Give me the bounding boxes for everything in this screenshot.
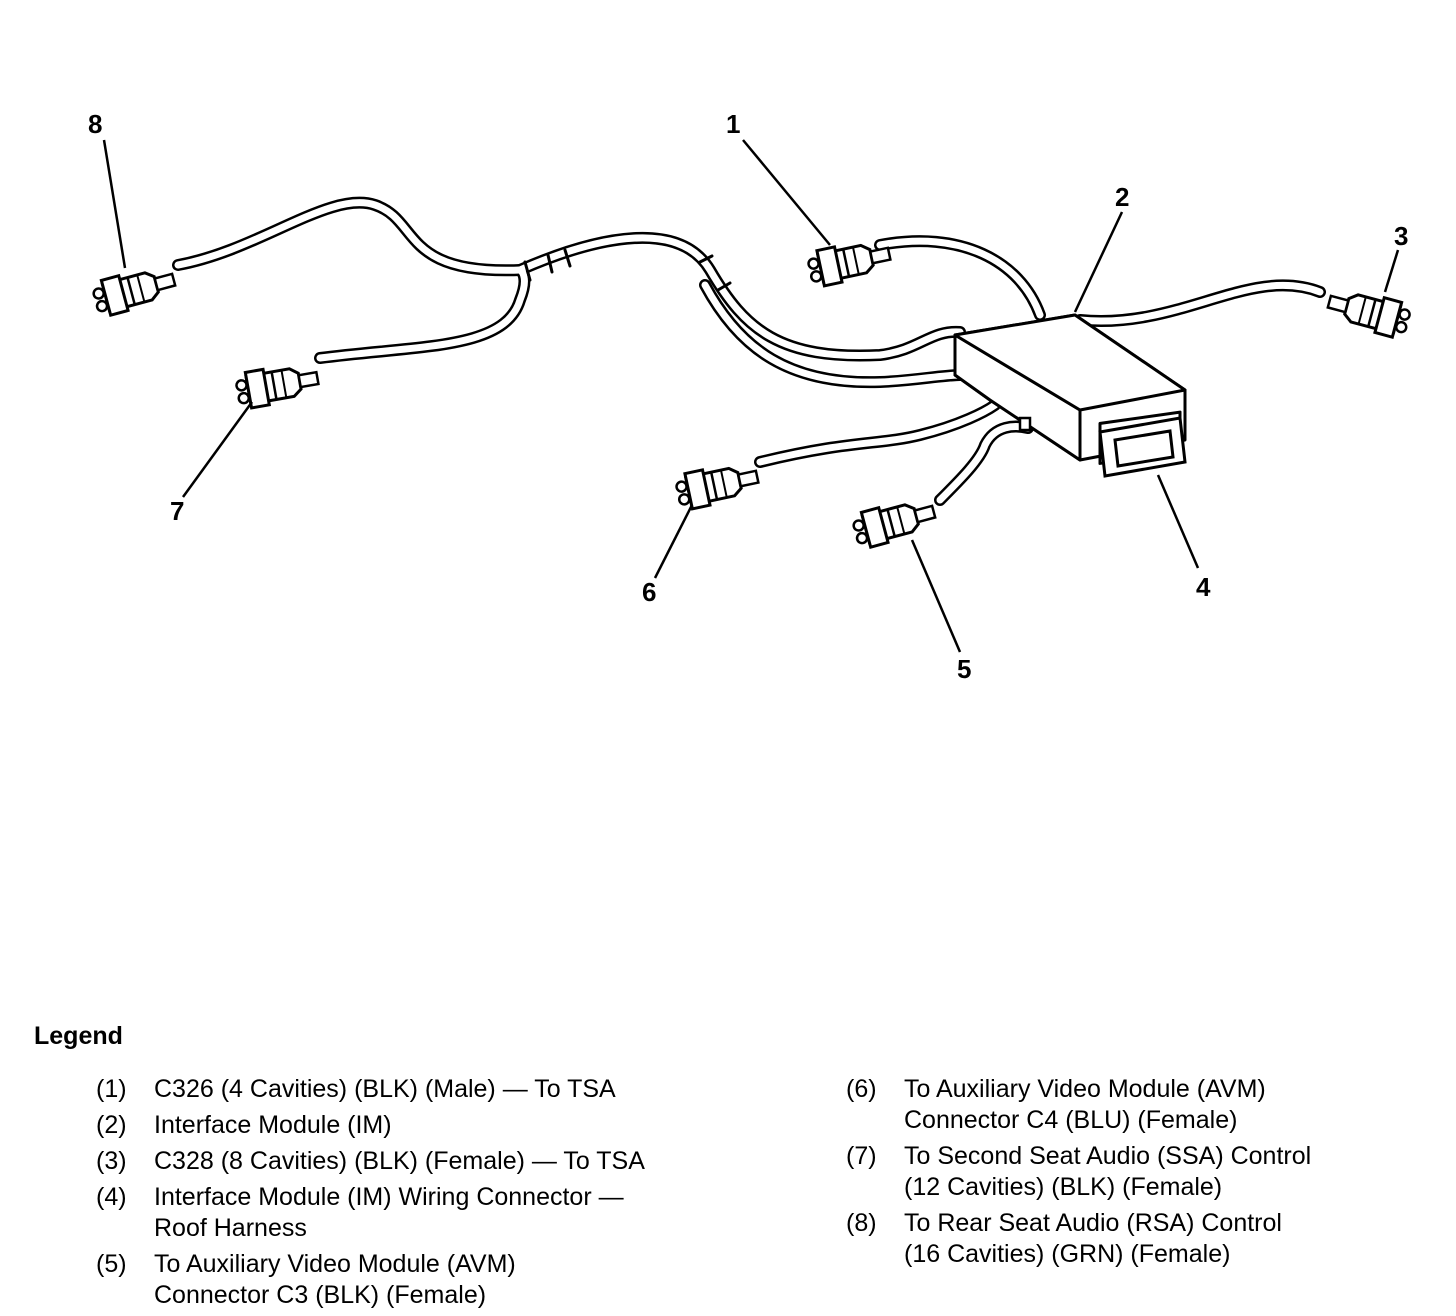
connector-3 bbox=[1323, 282, 1414, 342]
callouts: 8 1 2 3 4 5 6 7 bbox=[88, 109, 1408, 684]
callout-5: 5 bbox=[957, 654, 971, 684]
leader-lines bbox=[102, 139, 1400, 653]
module-tab bbox=[1018, 416, 1032, 432]
callout-7: 7 bbox=[170, 496, 184, 526]
legend-number: (4) bbox=[96, 1183, 127, 1211]
im-wiring-connector bbox=[1098, 416, 1187, 478]
legend-number: (5) bbox=[96, 1250, 127, 1278]
legend-column-right: (6) To Auxiliary Video Module (AVM)Conne… bbox=[846, 1074, 1446, 1275]
legend-text: To Auxiliary Video Module (AVM)Connector… bbox=[154, 1250, 516, 1309]
legend-text: Interface Module (IM) bbox=[154, 1111, 392, 1139]
legend-number: (3) bbox=[96, 1147, 127, 1175]
wiring-harness-diagram: 8 1 2 3 4 5 6 7 bbox=[88, 109, 1414, 684]
legend-number: (6) bbox=[846, 1075, 877, 1103]
legend-text: Interface Module (IM) Wiring Connector —… bbox=[154, 1183, 624, 1242]
legend-text: To Rear Seat Audio (RSA) Control(16 Cavi… bbox=[904, 1209, 1282, 1268]
connector-8 bbox=[89, 260, 180, 320]
legend-item-3: (3) C328 (8 Cavities) (BLK) (Female) — T… bbox=[96, 1146, 796, 1177]
legend-number: (2) bbox=[96, 1111, 127, 1139]
connector-6 bbox=[672, 457, 763, 513]
callout-8: 8 bbox=[88, 109, 102, 139]
connector-5 bbox=[849, 492, 940, 552]
callout-2: 2 bbox=[1115, 182, 1129, 212]
legend-item-6: (6) To Auxiliary Video Module (AVM)Conne… bbox=[846, 1074, 1446, 1136]
legend-number: (7) bbox=[846, 1142, 877, 1170]
legend-text: C326 (4 Cavities) (BLK) (Male) — To TSA bbox=[154, 1075, 616, 1103]
legend-title: Legend bbox=[34, 1022, 123, 1050]
legend-number: (8) bbox=[846, 1209, 877, 1237]
legend-item-5: (5) To Auxiliary Video Module (AVM)Conne… bbox=[96, 1249, 796, 1311]
legend-item-2: (2) Interface Module (IM) bbox=[96, 1110, 796, 1141]
callout-6: 6 bbox=[642, 577, 656, 607]
legend-number: (1) bbox=[96, 1075, 127, 1103]
legend-text: To Second Seat Audio (SSA) Control(12 Ca… bbox=[904, 1142, 1312, 1201]
legend-item-4: (4) Interface Module (IM) Wiring Connect… bbox=[96, 1182, 796, 1244]
legend-item-7: (7) To Second Seat Audio (SSA) Control(1… bbox=[846, 1141, 1446, 1203]
callout-1: 1 bbox=[726, 109, 740, 139]
legend-text: C328 (8 Cavities) (BLK) (Female) — To TS… bbox=[154, 1147, 645, 1175]
legend-column-left: (1) C326 (4 Cavities) (BLK) (Male) — To … bbox=[96, 1074, 796, 1316]
connector-7 bbox=[232, 358, 323, 412]
callout-4: 4 bbox=[1196, 572, 1211, 602]
legend-item-1: (1) C326 (4 Cavities) (BLK) (Male) — To … bbox=[96, 1074, 796, 1105]
legend-item-8: (8) To Rear Seat Audio (RSA) Control(16 … bbox=[846, 1208, 1446, 1270]
callout-3: 3 bbox=[1394, 221, 1408, 251]
wires bbox=[172, 203, 1326, 506]
legend-text: To Auxiliary Video Module (AVM)Connector… bbox=[904, 1075, 1266, 1134]
